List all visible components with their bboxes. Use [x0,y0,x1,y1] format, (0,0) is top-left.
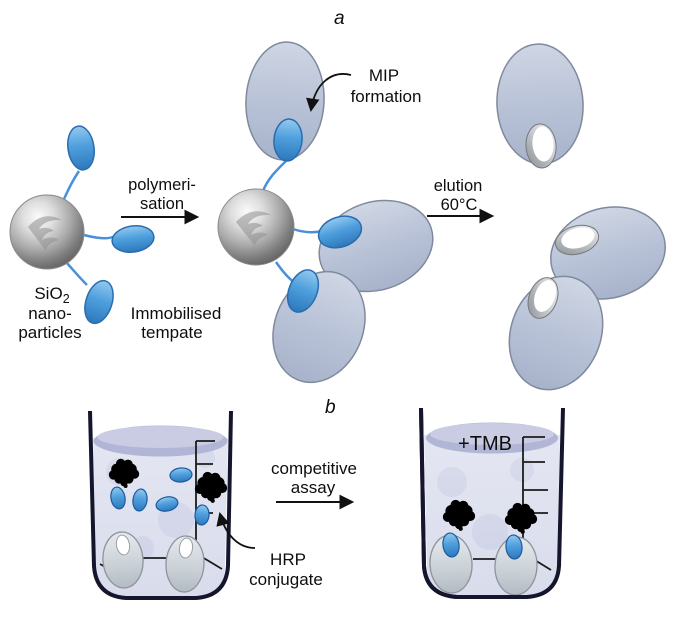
template-ellipse [273,118,303,162]
sphere-swirl [236,211,271,246]
eluted-mip-particles [496,43,666,391]
elution-label-line1: elution [434,177,483,195]
assay-beaker-before [88,410,233,600]
template-linker [274,261,295,284]
panel-b-label: b [325,397,336,418]
mip-formation-label-line1: MIP [369,66,399,85]
sio2-label-line1: SiO2 [34,284,69,306]
competitive-assay-label-line1: competitive [271,459,357,478]
sio2-with-mip-shells [217,41,434,384]
template-ellipse [67,125,95,171]
template-linker [62,170,81,200]
elution-label-line2: 60°C [441,196,478,214]
panel-a-label: a [334,8,345,29]
template-ellipse [84,279,114,325]
polymerisation-label-line1: polymeri- [128,176,196,194]
mip-particle [102,531,144,589]
mip-formation-pointer-arrow [306,73,352,113]
immobilised-template-label-line2: tempate [141,323,202,342]
polymerisation-label-line2: sation [140,195,184,213]
empty-cavity [534,280,556,312]
empty-cavity [178,537,194,559]
template-linker [83,233,114,240]
sio2-with-templates [9,125,155,325]
mip-particle [165,535,205,593]
template-ellipse [110,486,126,510]
assay-beaker-after: +TMB [419,407,565,599]
template-linker [292,227,323,234]
empty-cavity [115,534,131,556]
bound-template-ellipse [505,534,523,560]
immobilised-template-label-line1: Immobilised [131,304,222,323]
liquid-surface-sheen [97,426,224,448]
hrp-conjugate-label-line1: HRP [270,550,306,569]
template-ellipse [169,467,193,483]
hrp-conjugate-label-line2: conjugate [249,570,323,589]
beaker-wall [88,410,233,600]
sio2-label-line2: nano- [28,304,71,323]
template-ellipse [132,488,148,512]
template-linker [65,261,88,286]
template-ellipse [111,225,155,253]
hrp-conjugate-pointer-arrow [216,512,256,549]
tmb-label: +TMB [458,433,512,455]
template-ellipse [155,496,179,512]
template-linker [261,160,287,192]
empty-cavity [532,126,554,162]
sphere-swirl [28,216,62,251]
empty-cavity [561,227,595,249]
template-ellipse [286,269,320,313]
mip-formation-label-line2: formation [351,87,422,106]
template-ellipse [317,215,363,249]
template-ellipse [194,504,210,526]
beaker-wall [419,407,565,599]
sio2-label-line3: particles [18,323,81,342]
bound-template-ellipse [442,532,460,558]
competitive-assay-label-line2: assay [291,478,336,497]
